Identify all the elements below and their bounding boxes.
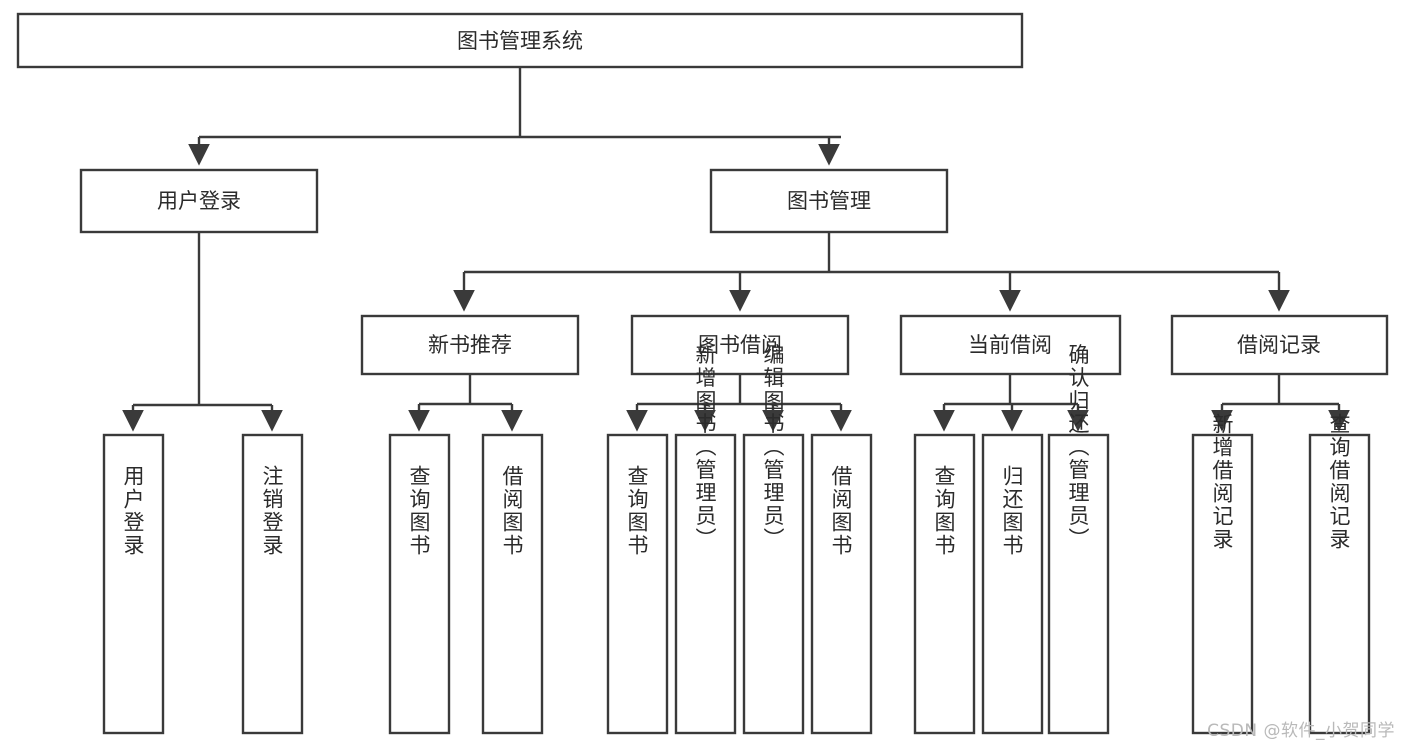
node-leaf-return-book[interactable]: 归还图书 — [981, 433, 1044, 735]
node-leaf-add-borrow-record[interactable]: 新增借阅记录 — [1191, 413, 1254, 735]
leaf-label: 用户登录 — [121, 465, 145, 557]
leaf-label: 查询图书 — [932, 465, 956, 557]
leaf-label: 编辑图书（管理员） — [761, 344, 785, 551]
leaf-box[interactable] — [481, 433, 544, 735]
leaf-box[interactable] — [1047, 433, 1110, 735]
borrow-record-box[interactable] — [1170, 314, 1389, 376]
leaf-label: 归还图书 — [1000, 465, 1024, 557]
node-new-book-recommend[interactable]: 新书推荐 — [360, 314, 580, 376]
book-borrow-box[interactable] — [630, 314, 850, 376]
user-login-label: 用户登录 — [157, 189, 241, 213]
leaf-label: 查询图书 — [407, 465, 431, 557]
leaf-box[interactable] — [102, 433, 165, 735]
leaf-label: 借阅图书 — [829, 465, 853, 557]
new-book-recommend-box[interactable] — [360, 314, 580, 376]
leaf-box[interactable] — [606, 433, 669, 735]
node-leaf-query-borrow-record[interactable]: 查询借阅记录 — [1308, 413, 1371, 735]
node-leaf-edit-book-admin[interactable]: 编辑图书（管理员） — [742, 344, 805, 735]
node-leaf-query-book-bb[interactable]: 查询图书 — [606, 433, 669, 735]
leaf-label: 查询借阅记录 — [1327, 413, 1351, 551]
leaf-box[interactable] — [742, 433, 805, 735]
book-management-label: 图书管理 — [787, 189, 871, 213]
node-leaf-confirm-return-admin[interactable]: 确认归还（管理员） — [1047, 344, 1110, 735]
leaf-box[interactable] — [241, 433, 304, 735]
node-book-borrow[interactable]: 图书借阅 — [630, 314, 850, 376]
node-current-borrow[interactable]: 当前借阅 — [899, 314, 1122, 376]
leaf-label: 注销登录 — [260, 465, 284, 557]
leaf-box[interactable] — [388, 433, 451, 735]
leaf-label: 借阅图书 — [500, 465, 524, 557]
node-leaf-logout[interactable]: 注销登录 — [241, 433, 304, 735]
book-management-box[interactable] — [709, 168, 949, 234]
user-login-box[interactable] — [79, 168, 319, 234]
leaf-box[interactable] — [981, 433, 1044, 735]
leaf-box[interactable] — [810, 433, 873, 735]
leaf-label: 新增图书（管理员） — [693, 344, 717, 551]
leaf-box[interactable] — [913, 433, 976, 735]
node-leaf-borrow-book-nbr[interactable]: 借阅图书 — [481, 433, 544, 735]
current-borrow-label: 当前借阅 — [968, 333, 1052, 357]
node-leaf-add-book-admin[interactable]: 新增图书（管理员） — [674, 344, 737, 735]
current-borrow-box[interactable] — [899, 314, 1122, 376]
leaf-box[interactable] — [1308, 433, 1371, 735]
node-root-system[interactable]: 图书管理系统 — [16, 12, 1024, 69]
node-borrow-record[interactable]: 借阅记录 — [1170, 314, 1389, 376]
book-borrow-label: 图书借阅 — [698, 333, 782, 357]
node-book-management[interactable]: 图书管理 — [709, 168, 949, 234]
leaf-label: 确认归还（管理员） — [1066, 344, 1090, 551]
leaf-box[interactable] — [1191, 433, 1254, 735]
node-leaf-borrow-book-bb[interactable]: 借阅图书 — [810, 433, 873, 735]
edges-layer — [122, 67, 1350, 432]
node-user-login[interactable]: 用户登录 — [79, 168, 319, 234]
leaf-box[interactable] — [674, 433, 737, 735]
borrow-record-label: 借阅记录 — [1237, 333, 1321, 357]
root-box[interactable] — [16, 12, 1024, 69]
leaf-label: 新增借阅记录 — [1210, 413, 1234, 551]
node-leaf-user-login[interactable]: 用户登录 — [102, 433, 165, 735]
node-leaf-query-book-cb[interactable]: 查询图书 — [913, 433, 976, 735]
root-label: 图书管理系统 — [457, 29, 583, 53]
node-leaf-query-book-nbr[interactable]: 查询图书 — [388, 433, 451, 735]
new-book-recommend-label: 新书推荐 — [428, 333, 512, 357]
leaf-label: 查询图书 — [625, 465, 649, 557]
